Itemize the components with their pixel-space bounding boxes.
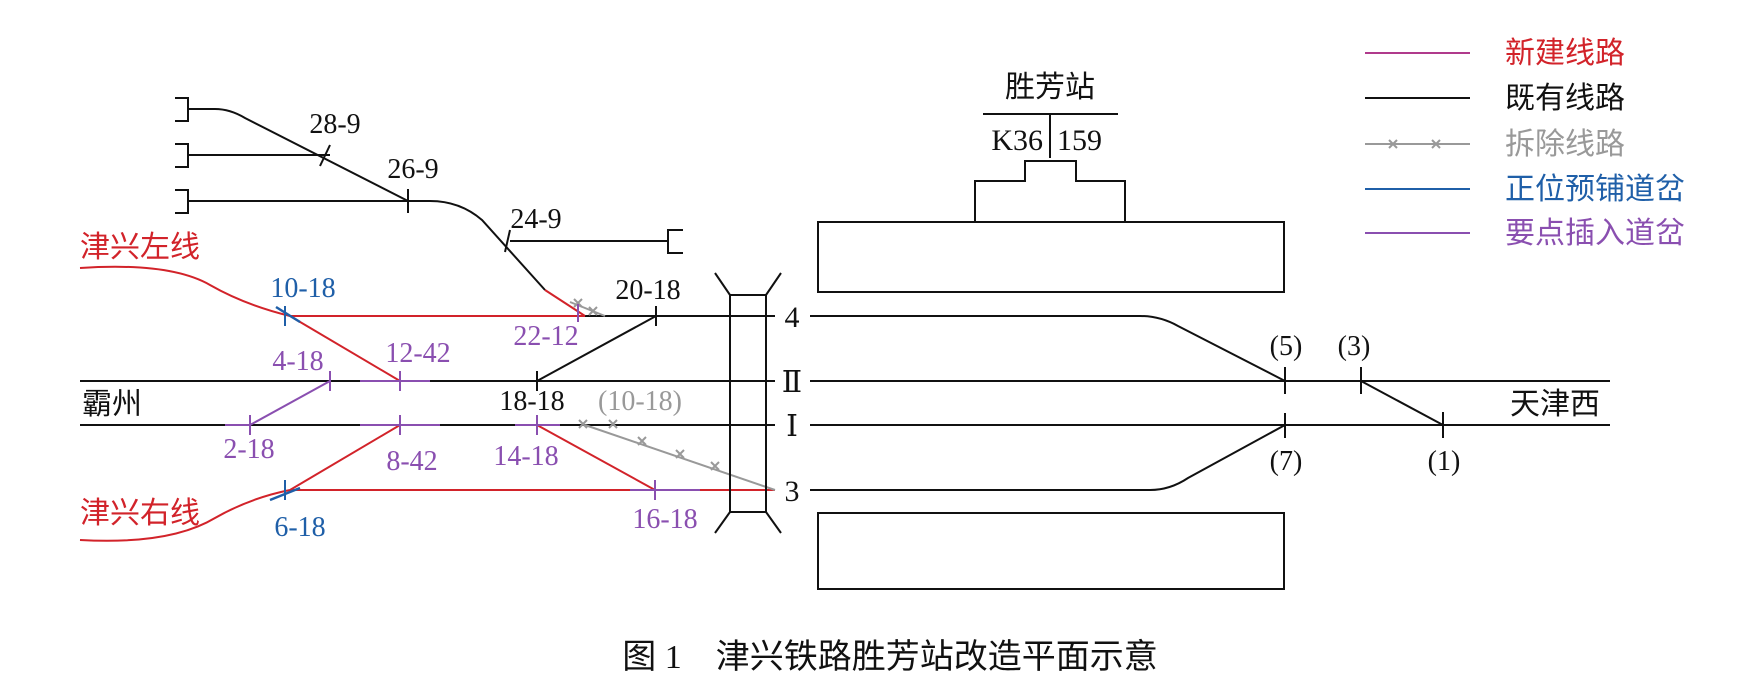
figure-caption: 图 1 津兴铁路胜芳站改造平面示意: [622, 638, 1158, 676]
jinxing-right-label: 津兴右线: [80, 497, 200, 530]
tick-24-9: [504, 229, 511, 253]
bumper-stop-1: [175, 97, 189, 122]
switch-label-26-9: 26-9: [387, 154, 438, 185]
track-3-east: [810, 424, 1286, 491]
tick-28-9: [319, 144, 331, 167]
yard-ladder-upper: [188, 108, 409, 202]
switch-label-22-12: 22-12: [513, 321, 578, 352]
switch-label-28-9: 28-9: [309, 109, 360, 140]
switch-label-10-18: 10-18: [270, 273, 335, 304]
switch-label-8-42: 8-42: [386, 446, 437, 477]
connector-14-16: [536, 424, 656, 491]
jinxing-left-label: 津兴左线: [80, 231, 200, 264]
station-building: [974, 160, 1126, 222]
switch-label-12-42: 12-42: [385, 338, 450, 369]
switch-label-3: (3): [1338, 331, 1371, 362]
crossover-3-1: [1360, 380, 1444, 426]
switch-label-4-18: 4-18: [272, 346, 323, 377]
track-4-east: [810, 315, 1286, 382]
bumper-stop-3: [175, 189, 189, 214]
track-number-4: 4: [785, 301, 800, 334]
jinxing-left-line: [79, 265, 291, 317]
bumper-stop-2: [175, 143, 189, 168]
removed-tracks: [569, 298, 776, 491]
direction-west: 霸州: [82, 388, 142, 421]
connector-8-6: [289, 424, 401, 491]
direction-east: 天津西: [1510, 388, 1600, 421]
legend-label-blue: 正位预铺道岔: [1505, 173, 1685, 206]
legend-label-removed: 拆除线路: [1505, 128, 1625, 161]
purple-4-18: [249, 380, 331, 426]
switch-label-1: (1): [1428, 446, 1461, 477]
switch-label-18-18: 18-18: [499, 386, 564, 417]
removed-cross-marks: [573, 298, 720, 471]
bridge-wing-marks: [714, 272, 782, 534]
switch-label-7: (7): [1270, 446, 1303, 477]
existing-tracks: [80, 97, 1610, 491]
blue-segments: [269, 305, 301, 502]
bridge: [714, 272, 782, 534]
legend-label-existing: 既有线路: [1505, 82, 1625, 115]
removed-line-10-18: [584, 424, 776, 491]
switch-label-16-18: 16-18: [632, 504, 697, 535]
crossover-18-20: [536, 315, 657, 382]
track-number-ii: Ⅱ: [782, 366, 802, 399]
yard-ladder-main: [408, 200, 546, 291]
switch-label-14-18: 14-18: [493, 441, 558, 472]
switch-label-10-18-removed: (10-18): [598, 386, 682, 417]
legend-removed-cross-marks: [1388, 139, 1441, 149]
switch-ticks: [249, 144, 1444, 500]
legend-label-new: 新建线路: [1505, 37, 1625, 70]
labels: 胜芳站 K36 159 霸州 天津西 津兴左线 津兴右线 4 Ⅱ Ⅰ 3 28-…: [80, 37, 1685, 676]
km-post-m: 159: [1057, 124, 1102, 157]
km-post-km: K36: [991, 124, 1043, 157]
switch-label-20-18: 20-18: [615, 275, 680, 306]
legend-lines: [1365, 52, 1470, 234]
platform-south: [817, 512, 1285, 590]
station-structures: [817, 113, 1285, 590]
track-number-i: Ⅰ: [786, 410, 798, 443]
switch-label-2-18: 2-18: [223, 434, 274, 465]
track-number-3: 3: [785, 475, 800, 508]
switch-label-5: (5): [1270, 331, 1303, 362]
switch-label-24-9: 24-9: [510, 204, 561, 235]
station-name: 胜芳站: [1005, 71, 1095, 104]
legend-label-purple: 要点插入道岔: [1505, 217, 1685, 250]
jinxing-right-line: [79, 489, 291, 542]
bumper-stop-4: [667, 229, 683, 254]
switch-label-6-18: 6-18: [274, 512, 325, 543]
blue-10-18-seg: [275, 305, 301, 324]
platform-north: [817, 221, 1285, 293]
connector-10-12: [289, 315, 401, 382]
